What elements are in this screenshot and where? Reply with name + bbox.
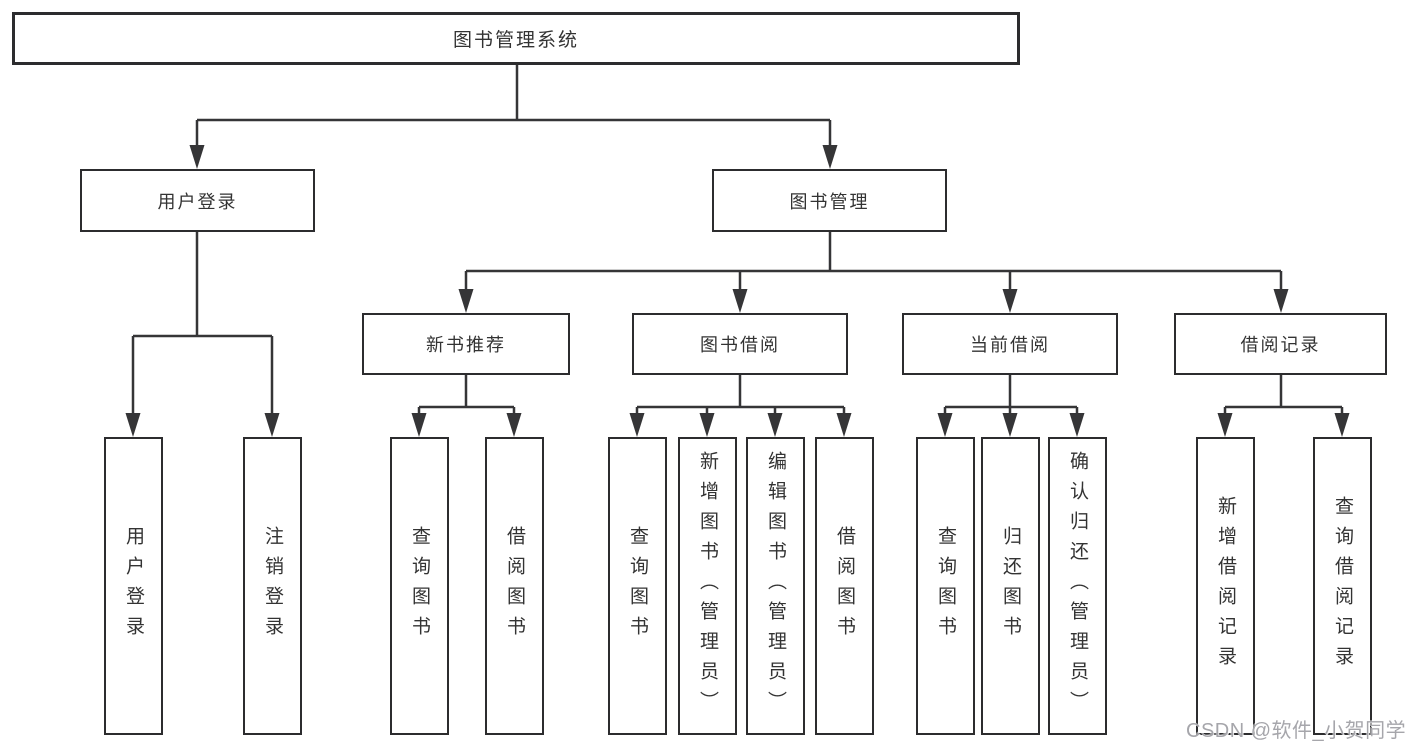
leaf-borrow-books-borrow: 借阅图书 — [815, 437, 874, 735]
leaf-query-books-borrow: 查询图书 — [608, 437, 667, 735]
leaf-query-books-current: 查询图书 — [916, 437, 975, 735]
node-current-borrow: 当前借阅 — [902, 313, 1118, 375]
leaf-add-book-admin-label: 新增图书（管理员） — [697, 451, 718, 721]
csdn-watermark: CSDN @软件_小贺同学 — [1186, 720, 1405, 742]
leaf-add-book-admin: 新增图书（管理员） — [678, 437, 737, 735]
leaf-logout: 注销登录 — [243, 437, 302, 735]
node-library-management-system: 图书管理系统 — [12, 12, 1020, 65]
leaf-add-borrow-record: 新增借阅记录 — [1196, 437, 1255, 735]
leaf-edit-book-admin: 编辑图书（管理员） — [746, 437, 805, 735]
leaf-return-book: 归还图书 — [981, 437, 1040, 735]
node-user-login-group: 用户登录 — [80, 169, 315, 232]
leaf-borrow-books-recommend: 借阅图书 — [485, 437, 544, 735]
leaf-query-books-borrow-label: 查询图书 — [627, 526, 648, 646]
leaf-confirm-return-admin-label: 确认归还（管理员） — [1067, 451, 1088, 721]
leaf-return-book-label: 归还图书 — [1000, 526, 1021, 646]
node-borrow-records: 借阅记录 — [1174, 313, 1387, 375]
leaf-confirm-return-admin: 确认归还（管理员） — [1048, 437, 1107, 735]
leaf-query-books-current-label: 查询图书 — [935, 526, 956, 646]
leaf-edit-book-admin-label: 编辑图书（管理员） — [765, 451, 786, 721]
leaf-query-books-recommend-label: 查询图书 — [409, 526, 430, 646]
leaf-borrow-books-recommend-label: 借阅图书 — [504, 526, 525, 646]
leaf-logout-label: 注销登录 — [262, 526, 283, 646]
leaf-user-login-label: 用户登录 — [123, 526, 144, 646]
leaf-query-borrow-record-label: 查询借阅记录 — [1332, 496, 1353, 676]
leaf-query-borrow-record: 查询借阅记录 — [1313, 437, 1372, 735]
node-new-book-recommend: 新书推荐 — [362, 313, 570, 375]
node-book-borrow: 图书借阅 — [632, 313, 848, 375]
leaf-borrow-books-borrow-label: 借阅图书 — [834, 526, 855, 646]
leaf-user-login: 用户登录 — [104, 437, 163, 735]
leaf-add-borrow-record-label: 新增借阅记录 — [1215, 496, 1236, 676]
leaf-query-books-recommend: 查询图书 — [390, 437, 449, 735]
node-book-management: 图书管理 — [712, 169, 947, 232]
